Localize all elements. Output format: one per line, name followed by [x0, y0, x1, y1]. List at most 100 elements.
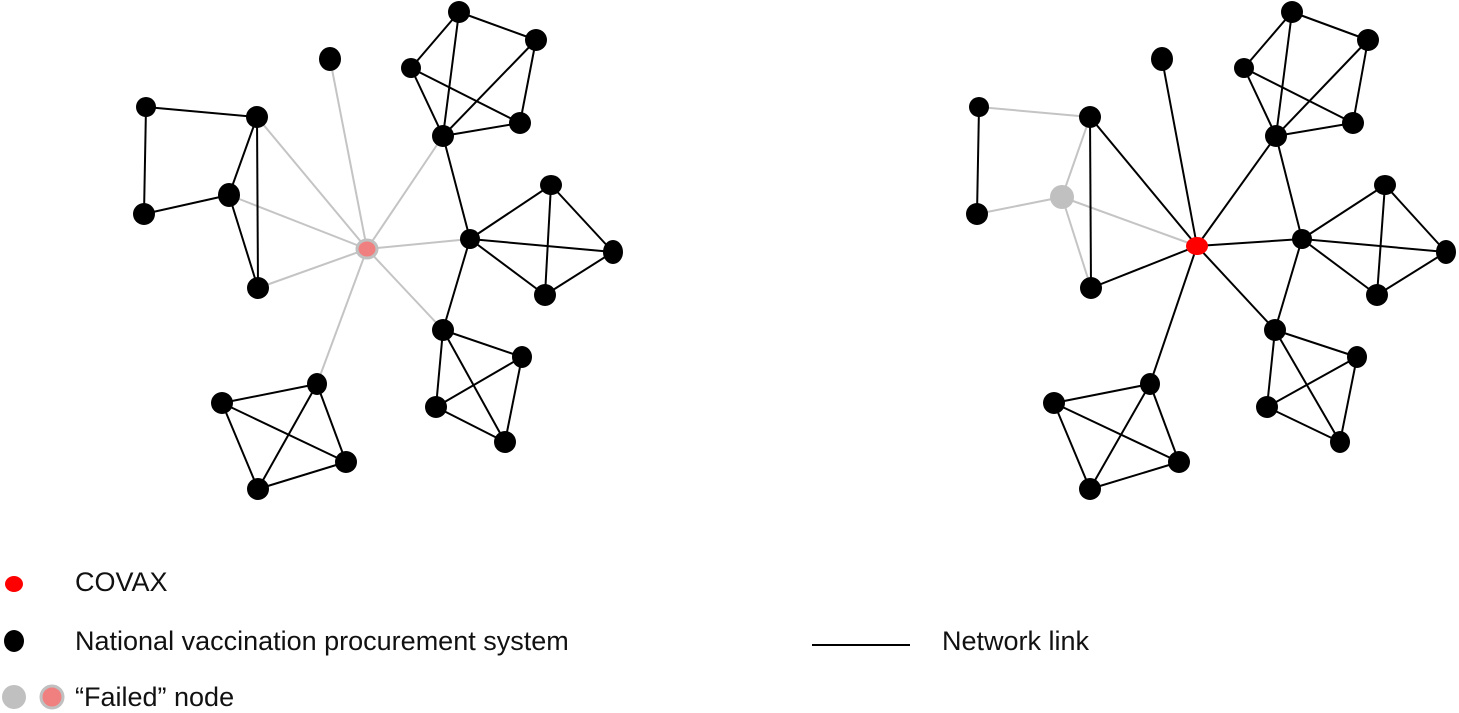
- node-a2: [448, 1, 470, 23]
- edge-a1-a4: [1275, 122, 1354, 137]
- edge-c1-c3: [469, 238, 614, 253]
- node-b1: [1050, 185, 1074, 209]
- edge-b2-b3: [145, 106, 258, 118]
- edge-b2-b5: [1089, 116, 1092, 289]
- edge-e2-e4: [1053, 402, 1091, 490]
- edge-d2-d3: [435, 356, 523, 408]
- edge-a2-a5: [458, 11, 537, 41]
- node-d3: [425, 396, 447, 418]
- node-b5: [1080, 277, 1102, 299]
- edge-a1-a5: [1275, 39, 1369, 137]
- legend-covax-label: COVAX: [75, 567, 168, 597]
- edge-c1-c3: [1301, 238, 1447, 253]
- edge-b4-b1: [976, 196, 1063, 215]
- edge-c1-c2: [469, 184, 552, 240]
- node-e2: [211, 392, 233, 414]
- node-e1: [307, 373, 327, 395]
- node-c4: [534, 284, 556, 306]
- edge-h-p: [1161, 58, 1198, 247]
- edge-h-e1: [1149, 245, 1198, 385]
- network-national-failed: [966, 1, 1456, 500]
- edge-c2-c3: [1384, 184, 1447, 253]
- node-c4: [1366, 284, 1388, 306]
- edge-h-d1: [1196, 245, 1276, 331]
- edge-h-c1: [1196, 238, 1303, 247]
- edge-h-b2: [256, 116, 368, 250]
- edge-h-b5: [257, 248, 368, 289]
- node-b1: [218, 183, 240, 207]
- edge-d3-d4: [1266, 406, 1341, 443]
- edge-h-b2: [1089, 116, 1198, 247]
- edge-h-e1: [316, 248, 368, 385]
- node-h: [1186, 237, 1208, 255]
- node-a5: [525, 29, 547, 51]
- edge-a4-a5: [519, 39, 537, 124]
- legend-failed-label: “Failed” node: [75, 682, 235, 712]
- node-e3: [335, 451, 357, 473]
- edge-c3-c4: [1376, 251, 1447, 296]
- edge-h-a1: [366, 135, 444, 250]
- edge-e2-e4: [221, 402, 259, 490]
- node-c3: [1436, 240, 1456, 264]
- node-b4: [133, 203, 155, 225]
- edge-a3-a4: [410, 67, 521, 124]
- legend-covax-dot: [5, 576, 23, 592]
- node-d2: [512, 346, 532, 368]
- edge-a1-a2: [442, 11, 460, 137]
- edge-e1-e3: [1149, 383, 1180, 463]
- edge-h-p: [329, 58, 368, 250]
- node-d1: [1264, 319, 1286, 341]
- edge-a1-a4: [442, 122, 521, 137]
- edge-h-b1: [1061, 196, 1198, 247]
- node-a4: [509, 112, 531, 134]
- edge-e3-e4: [257, 461, 347, 490]
- legend-failed-grey-dot: [2, 685, 26, 709]
- edge-e1-e3: [316, 383, 347, 463]
- edge-c1-c2: [1301, 184, 1386, 240]
- edge-c1-c4: [1301, 238, 1378, 296]
- node-c1: [1292, 229, 1312, 249]
- edge-a1-c1: [1275, 135, 1303, 240]
- node-d4: [494, 431, 516, 453]
- edge-h-b1: [228, 194, 368, 250]
- node-c2: [1374, 175, 1396, 195]
- edge-d1-d4: [1274, 329, 1341, 443]
- edge-h-b5: [1090, 245, 1198, 289]
- edge-a2-a5: [1291, 11, 1369, 41]
- legend: [2, 576, 910, 710]
- legend-national-label: National vaccination procurement system: [75, 626, 569, 656]
- edge-a1-a2: [1275, 11, 1293, 137]
- edge-c1-c4: [469, 238, 546, 296]
- network-covax-failed: [133, 1, 623, 500]
- node-c2: [540, 175, 562, 195]
- edge-h-d1: [366, 248, 444, 331]
- legend-failed-pink-dot: [39, 684, 65, 710]
- edge-d2-d4: [1339, 356, 1358, 443]
- edge-a2-a3: [1243, 11, 1293, 69]
- node-d1: [432, 319, 454, 341]
- node-a5: [1357, 29, 1379, 51]
- node-e3: [1168, 451, 1190, 473]
- edge-a1-c1: [442, 135, 471, 240]
- node-a3: [401, 58, 421, 78]
- node-a1: [432, 125, 454, 147]
- node-d4: [1330, 431, 1350, 453]
- edge-c2-c3: [550, 184, 614, 253]
- node-a3: [1234, 58, 1254, 78]
- edge-b1-b5: [1061, 196, 1092, 289]
- edge-c1-d1: [1274, 238, 1303, 331]
- node-a4: [1342, 112, 1364, 134]
- edge-e2-e3: [1053, 402, 1180, 463]
- node-d3: [1256, 396, 1278, 418]
- node-b2: [1079, 106, 1101, 128]
- edge-a3-a4: [1243, 67, 1354, 124]
- node-b3: [136, 97, 156, 117]
- node-p: [319, 47, 341, 71]
- node-e4: [1079, 478, 1101, 500]
- edge-b3-b4: [143, 106, 147, 215]
- node-c3: [603, 240, 623, 264]
- edge-b4-b1: [143, 194, 230, 215]
- edge-a2-a3: [410, 11, 460, 69]
- node-b2: [246, 106, 268, 128]
- edge-c2-c4: [544, 184, 552, 296]
